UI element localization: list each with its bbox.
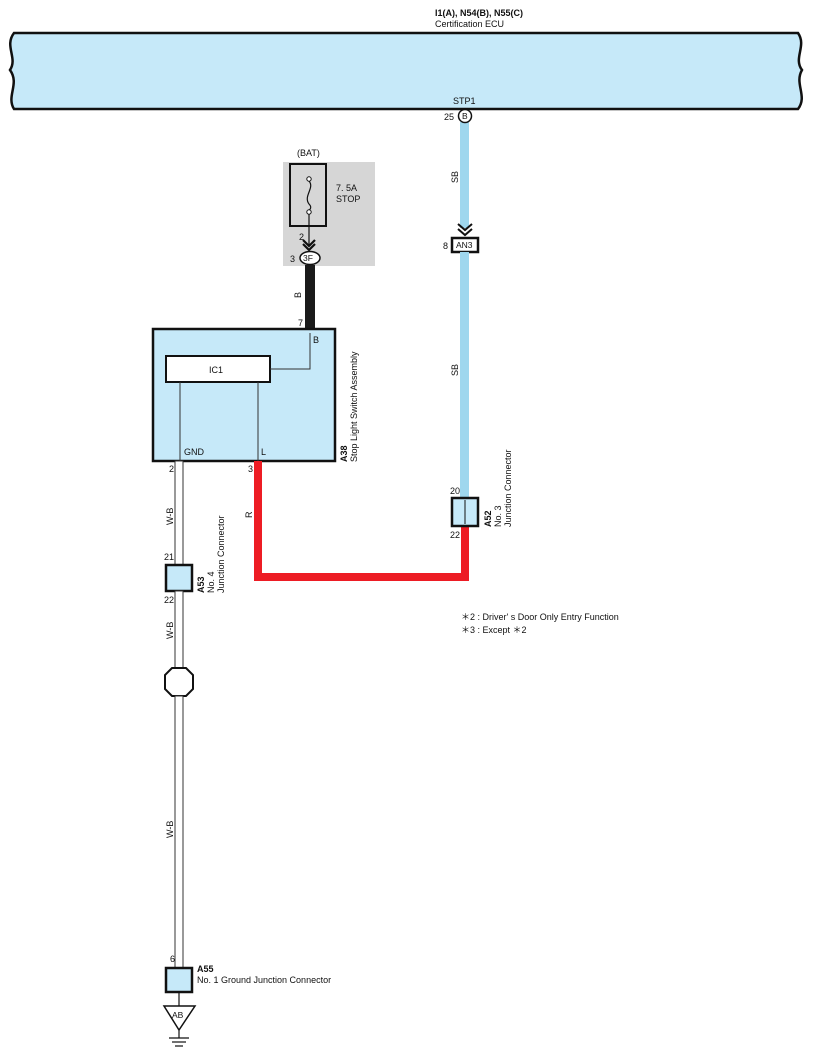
fuse-box-background — [283, 162, 375, 266]
switch-name: Stop Light Switch Assembly — [349, 351, 359, 462]
fuse-power-source: (BAT) — [297, 148, 320, 158]
switch-pin-b: 7 — [298, 318, 303, 328]
a53-pin-bottom: 22 — [164, 595, 174, 605]
wire-label-r: R — [244, 511, 254, 518]
fuse-rating: 7. 5A — [336, 183, 357, 193]
ecu-name: Certification ECU — [435, 19, 504, 29]
a55-code: A55 — [197, 964, 214, 974]
a53-name-line2: Junction Connector — [216, 515, 226, 593]
certification-ecu-box — [8, 31, 804, 111]
a52-pin-bottom: 22 — [450, 530, 460, 540]
note-2: ＊3 : Except ＊2 — [461, 625, 527, 635]
wire-r-switch-to-a52 — [254, 461, 469, 581]
wire-b-fuse-to-switch — [305, 265, 315, 329]
ecu-terminal-name: STP1 — [453, 96, 476, 106]
splice-point — [164, 667, 194, 697]
wire-label-b: B — [293, 292, 303, 298]
wire-sb-ecu-to-an3 — [460, 122, 469, 228]
ecu-connector-pin — [457, 108, 473, 124]
fuse-junction-3f — [299, 250, 321, 266]
a53-name-line1: No. 4 — [206, 571, 216, 593]
ground-symbol-icon — [169, 1037, 189, 1047]
ecu-pin-number: 25 — [444, 112, 454, 122]
a55-name: No. 1 Ground Junction Connector — [197, 975, 331, 985]
a53-pin-top: 21 — [164, 552, 174, 562]
an3-label: AN3 — [456, 240, 473, 250]
fuse-terminal-top — [306, 176, 312, 182]
fuse-name: STOP — [336, 194, 360, 204]
wire-sb-an3-to-a52 — [460, 252, 469, 498]
wire-label-wb-1: W-B — [165, 508, 175, 525]
fuse-outline — [289, 163, 327, 227]
fuse-terminal-bottom — [306, 209, 312, 215]
a52-name-line1: No. 3 — [493, 505, 503, 527]
fuse-pin-in: 2 — [299, 232, 304, 242]
wire-label-sb-lower: SB — [450, 364, 460, 376]
fuse-junction-label: 3F — [303, 253, 313, 263]
wire-label-wb-2: W-B — [165, 622, 175, 639]
wire-label-sb-upper: SB — [450, 171, 460, 183]
fuse-pin-out: 3 — [290, 254, 295, 264]
ecu-title: I1(A), N54(B), N55(C) — [435, 8, 523, 18]
ecu-connector-letter: B — [462, 111, 468, 121]
switch-code: A38 — [339, 445, 349, 462]
a53-code: A53 — [196, 576, 206, 593]
wire-wb-gnd-to-a53 — [174, 460, 184, 566]
a52-name-line2: Junction Connector — [503, 449, 513, 527]
switch-terminal-gnd: GND — [184, 447, 205, 457]
an3-chevron-icon — [457, 223, 473, 237]
switch-internal-b-line — [270, 333, 311, 370]
ground-point-label: AB — [172, 1010, 184, 1020]
wire-label-wb-3: W-B — [165, 821, 175, 838]
a52-pin-top: 20 — [450, 486, 460, 496]
a55-pin: 6 — [170, 954, 175, 964]
wire-wb-splice-to-a55 — [174, 695, 184, 969]
switch-terminal-b: B — [313, 335, 319, 345]
wire-wb-a53-to-splice — [174, 590, 184, 670]
switch-pin-l: 3 — [248, 464, 253, 474]
a55-junction-connector — [164, 966, 194, 994]
switch-pin-gnd: 2 — [169, 464, 174, 474]
an3-pin: 8 — [443, 241, 448, 251]
stop-light-switch-box — [151, 327, 337, 463]
switch-terminal-l: L — [261, 447, 266, 457]
note-1: ＊2 : Driver' s Door Only Entry Function — [461, 612, 619, 622]
fuse-chevron-icon — [302, 239, 316, 252]
ic1-label: IC1 — [209, 365, 223, 375]
a53-junction-connector — [164, 563, 194, 593]
a52-code: A52 — [483, 510, 493, 527]
ground-triangle — [162, 1005, 197, 1032]
